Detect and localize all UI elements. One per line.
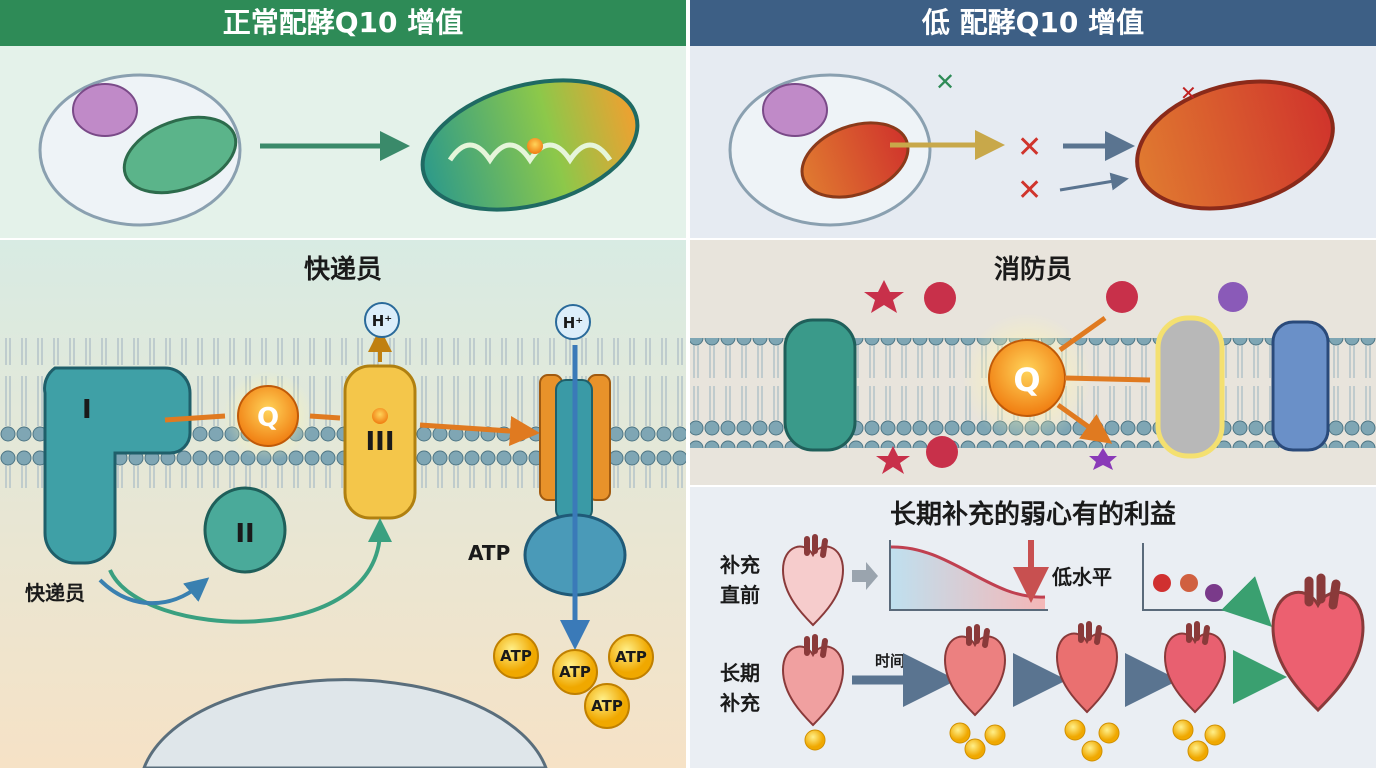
- coenzyme-q: [237, 385, 299, 447]
- coq10-dots: [804, 719, 1226, 762]
- svg-text:✕: ✕: [1180, 81, 1197, 105]
- svg-text:长期: 长期: [720, 661, 760, 685]
- complex-III: [343, 364, 417, 520]
- svg-text:补充: 补充: [719, 691, 760, 715]
- svg-text:ATP: ATP: [591, 697, 623, 715]
- firefighter-title: 消防员: [994, 255, 1072, 285]
- low-level-label: 低水平: [1051, 565, 1112, 589]
- channel-protein: [783, 318, 857, 452]
- low-cell-panel: ✕ ✕ ✕ ✕: [690, 46, 1376, 238]
- complex-I: [43, 366, 192, 565]
- decline-curve: [890, 546, 1045, 610]
- proton-icon: [364, 302, 400, 338]
- atp-label: ATP: [468, 541, 510, 565]
- svg-text:H⁺: H⁺: [563, 314, 583, 332]
- x-mark-icon: ✕: [1017, 130, 1042, 165]
- damaged-mitochondrion: [1135, 79, 1335, 211]
- right-header-title: 低 配酵Q10 增值: [921, 6, 1144, 39]
- svg-text:III: III: [365, 427, 394, 457]
- atp-molecules: ATP ATP ATP ATP: [493, 633, 654, 729]
- courier-side-label: 快递员: [25, 581, 85, 605]
- time-label: 时间: [875, 652, 905, 670]
- right-header-bar: [690, 0, 1376, 46]
- nucleus: [72, 83, 138, 137]
- x-mark-icon: ✕: [935, 68, 955, 96]
- svg-text:I: I: [82, 395, 92, 425]
- svg-text:Q: Q: [1013, 361, 1040, 399]
- damaged-protein: [1155, 315, 1225, 459]
- svg-text:直前: 直前: [720, 583, 760, 607]
- left-header-title: 正常配酵Q10 增值: [223, 6, 464, 39]
- free-radical-icons: [864, 280, 1248, 474]
- svg-text:H⁺: H⁺: [372, 312, 392, 330]
- benefits-title: 长期补充的弱心有的利益: [890, 499, 1176, 530]
- firefighter-panel: 消防员 Q: [690, 240, 1376, 485]
- svg-text:Q: Q: [257, 403, 279, 433]
- complex-II: [203, 486, 287, 574]
- left-header-bar: [0, 0, 686, 46]
- mitochondrion-small: [122, 115, 238, 195]
- benefits-panel: 长期补充的弱心有的利益 补充 直前 长期 补充 低水平 时间: [690, 487, 1376, 768]
- svg-text:ATP: ATP: [559, 663, 591, 681]
- divider: [686, 0, 690, 768]
- organelle: [142, 678, 548, 768]
- svg-text:ATP: ATP: [615, 648, 647, 666]
- courier-panel: 快递员 I II III Q H⁺ H⁺ ATP 快递员 ATP ATP ATP…: [0, 240, 686, 768]
- courier-title: 快递员: [304, 254, 382, 285]
- svg-text:ATP: ATP: [500, 647, 532, 665]
- normal-cell-panel: [0, 46, 686, 238]
- svg-text:II: II: [235, 519, 254, 549]
- proton-icon: [555, 304, 591, 340]
- svg-text:补充: 补充: [719, 553, 760, 577]
- channel-protein: [1271, 320, 1330, 452]
- x-mark-icon: ✕: [1017, 173, 1042, 208]
